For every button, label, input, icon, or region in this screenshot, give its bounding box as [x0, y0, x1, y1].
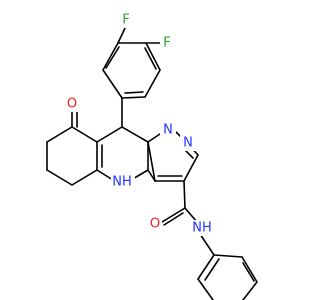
bond	[197, 254, 215, 280]
bond	[183, 154, 199, 182]
molecule-structure: F F O N N NH NH O	[46, 12, 258, 300]
bond	[147, 133, 161, 143]
bond	[184, 207, 198, 223]
bond	[204, 258, 220, 281]
fluorine-atom-right: F	[163, 36, 170, 51]
bond	[46, 169, 73, 186]
ketone-oxygen-atom: O	[67, 97, 77, 112]
molecule-canvas: F F O N N NH NH O	[46, 12, 258, 300]
bond	[199, 233, 215, 256]
bond	[147, 141, 156, 182]
bond	[121, 96, 146, 99]
bond	[71, 126, 98, 143]
bond	[46, 126, 73, 143]
amide-oxygen-atom: O	[150, 217, 160, 232]
bond	[102, 42, 119, 71]
bond	[147, 169, 156, 182]
bond	[96, 126, 123, 143]
bond	[197, 278, 214, 300]
bond	[124, 91, 144, 94]
bond	[163, 212, 184, 226]
bond	[121, 126, 149, 143]
ring-nh-group: NH	[112, 175, 132, 190]
bond	[71, 169, 98, 186]
bond	[102, 69, 123, 99]
bond	[183, 180, 186, 209]
bond	[144, 69, 161, 98]
bond	[161, 207, 186, 223]
pyrazole-nitrogen-2: N	[183, 136, 193, 151]
bond	[213, 254, 243, 258]
atom-labels: F F O N N NH NH O	[65, 12, 214, 236]
bond	[144, 47, 157, 70]
bond	[105, 46, 120, 69]
bond	[242, 281, 258, 300]
bonds	[46, 25, 258, 300]
bond	[242, 262, 255, 282]
bond	[145, 42, 161, 71]
bond	[96, 169, 114, 181]
bond	[117, 25, 127, 44]
amide-nh-group: NH	[192, 221, 212, 236]
fluorine-atom-top: F	[122, 13, 129, 28]
pyrazole-nitrogen-1: N	[163, 123, 173, 138]
bond	[241, 256, 258, 283]
